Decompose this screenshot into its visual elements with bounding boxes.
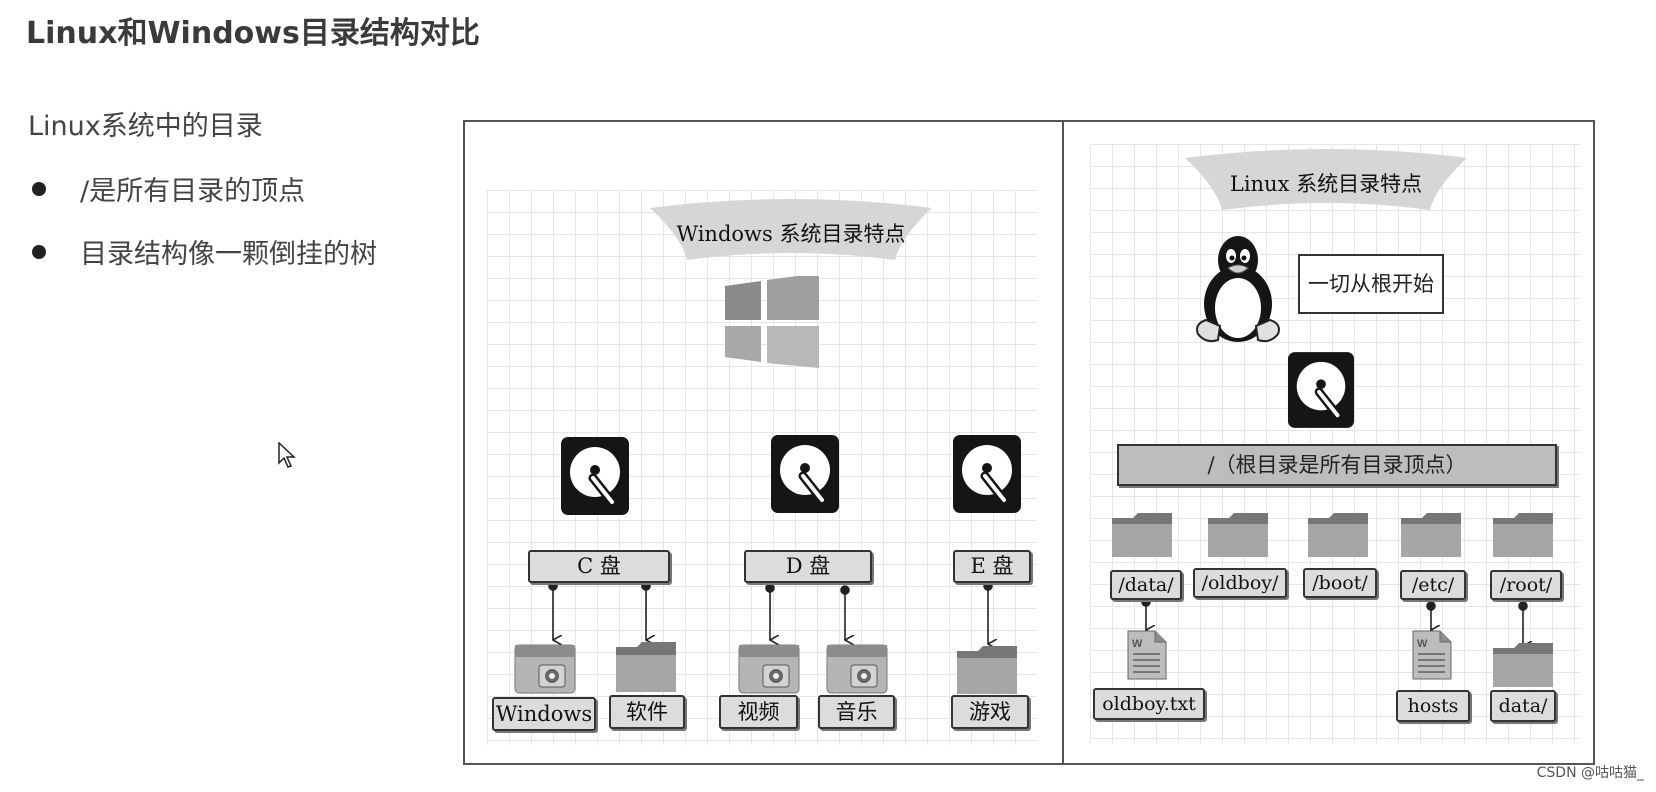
windows-logo-icon xyxy=(725,276,819,368)
file-label-oldboy-txt: oldboy.txt xyxy=(1093,688,1205,720)
hard-drive-icon xyxy=(1287,352,1355,428)
linux-banner-text: Linux 系统目录特点 xyxy=(1229,172,1423,196)
mouse-pointer-icon xyxy=(278,442,296,468)
drive-label-d: D 盘 xyxy=(744,550,872,583)
bullet-text: /是所有目录的顶点 xyxy=(80,176,306,207)
bullet-dot xyxy=(32,182,46,196)
application-icon xyxy=(738,644,800,694)
folder-icon xyxy=(1112,513,1172,557)
folder-icon xyxy=(957,646,1017,694)
bullet-item: 目录结构像一颗倒挂的树 xyxy=(28,232,428,271)
dir-label-data-child: data/ xyxy=(1490,690,1556,722)
text-panel: Linux系统中的目录 /是所有目录的顶点 目录结构像一颗倒挂的树 xyxy=(28,104,428,295)
dir-label-data: /data/ xyxy=(1110,570,1182,600)
drive-label-c: C 盘 xyxy=(528,550,670,583)
svg-text:W: W xyxy=(1132,638,1143,650)
linux-banner: Linux 系统目录特点 xyxy=(1185,148,1467,220)
item-label-video: 视频 xyxy=(719,695,798,729)
bullet-dot xyxy=(32,245,46,259)
hard-drive-icon xyxy=(561,437,629,515)
hard-drive-icon xyxy=(771,435,839,513)
panel-divider xyxy=(1062,122,1064,763)
page-title: Linux和Windows目录结构对比 xyxy=(26,16,480,51)
connector-lines xyxy=(548,581,1595,765)
dir-label-boot: /boot/ xyxy=(1303,568,1377,598)
windows-banner: Windows 系统目录特点 xyxy=(650,198,932,270)
dir-label-etc: /etc/ xyxy=(1400,570,1466,600)
folder-icon xyxy=(1308,513,1368,557)
folder-icon xyxy=(1493,513,1553,557)
bullet-text: 目录结构像一颗倒挂的树 xyxy=(80,239,377,270)
watermark: CSDN @咕咕猫_ xyxy=(1536,765,1644,781)
document-file-icon: W xyxy=(1412,630,1452,680)
folder-icon xyxy=(616,642,676,692)
folder-icon xyxy=(1493,643,1553,687)
folder-icon xyxy=(1208,513,1268,557)
folder-icon xyxy=(1401,513,1461,557)
dir-label-root: /root/ xyxy=(1490,570,1562,600)
item-label-games: 游戏 xyxy=(951,695,1029,729)
file-label-hosts: hosts xyxy=(1396,690,1470,722)
dir-label-oldboy: /oldboy/ xyxy=(1193,568,1287,598)
application-icon xyxy=(826,644,888,694)
svg-text:W: W xyxy=(1417,638,1428,650)
hard-drive-icon xyxy=(953,435,1021,513)
root-directory-bar: /（根目录是所有目录顶点） xyxy=(1117,444,1557,486)
application-icon xyxy=(514,644,576,694)
windows-banner-text: Windows 系统目录特点 xyxy=(676,222,906,246)
subtitle: Linux系统中的目录 xyxy=(28,111,263,142)
item-label-music: 音乐 xyxy=(818,695,895,729)
item-label-windows: Windows xyxy=(492,697,596,731)
directory-comparison-diagram: Windows 系统目录特点 C 盘 D 盘 E 盘 xyxy=(463,120,1595,765)
item-label-software: 软件 xyxy=(609,695,685,729)
tux-penguin-icon xyxy=(1196,236,1280,343)
linux-callout: 一切从根开始 xyxy=(1298,254,1444,314)
bullet-item: /是所有目录的顶点 xyxy=(28,169,428,208)
drive-label-e: E 盘 xyxy=(953,550,1031,583)
document-file-icon: W xyxy=(1127,630,1167,680)
